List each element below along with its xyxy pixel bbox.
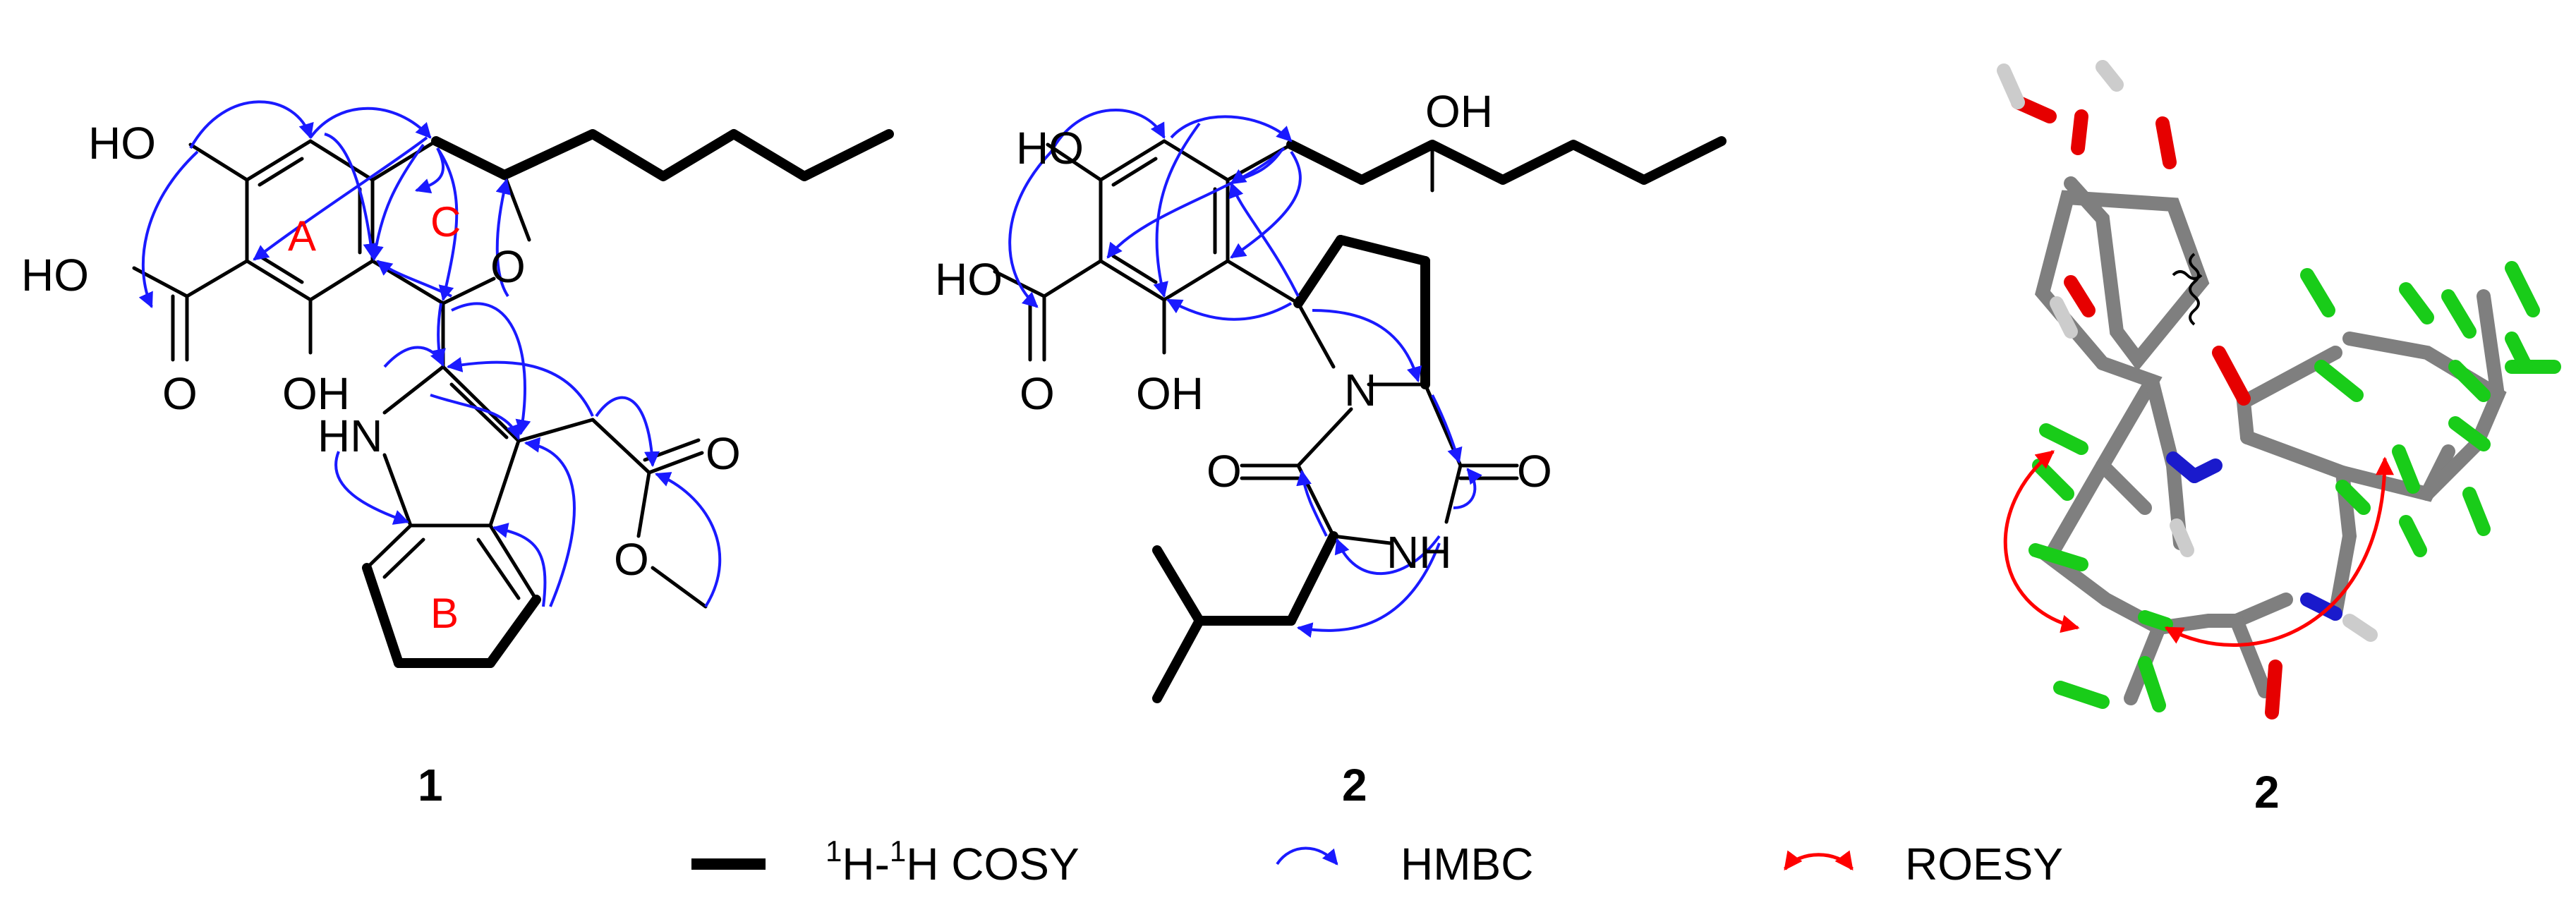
compound-2-label: 2: [1342, 760, 1367, 810]
ring-a-bonds: [245, 139, 375, 302]
compound-1-hn: HN: [318, 411, 382, 461]
compound-1-o-ester2: O: [614, 534, 649, 585]
compound-2-n-ring: N: [1344, 365, 1377, 415]
bond-acid: [185, 259, 249, 298]
compound-1-o-ring: O: [490, 241, 526, 292]
compound-1-oh-bottom: OH: [282, 368, 350, 419]
compound-2-nh: NH: [1386, 527, 1451, 578]
compound-2-o-acid: O: [1020, 368, 1055, 419]
compound-2-o-right: O: [1517, 446, 1552, 497]
compound-2-3d-model: [1997, 60, 2561, 719]
hmbc-arrow-icon: [1276, 846, 1338, 865]
compound-2-oh-bottom: OH: [1136, 368, 1204, 419]
legend-hmbc: HMBC: [1276, 839, 1533, 889]
compound-1-o-ester1: O: [706, 428, 741, 479]
bond-ho-top: [188, 142, 249, 182]
compound-2-oh-chain: OH: [1425, 86, 1493, 137]
compound-2-ho-acid: HO: [935, 254, 1003, 305]
ring-label-a: A: [288, 212, 316, 260]
legend-cosy: 1H-1H COSY: [691, 834, 1080, 889]
compound-1-structure: [132, 129, 894, 668]
compound-2-structure: [993, 136, 1727, 703]
ring-label-c: C: [430, 198, 461, 245]
compound-2-o-left: O: [1207, 446, 1242, 497]
compound-1-ho-acid: HO: [21, 250, 89, 300]
roesy-arrow-icon: [1783, 850, 1854, 871]
hmbc-arrows-compound-2: [1008, 109, 1482, 638]
legend-roesy: ROESY: [1783, 839, 2063, 889]
compound-1-ho-top: HO: [88, 118, 156, 169]
legend-cosy-label: 1H-1H COSY: [826, 834, 1080, 889]
legend: 1H-1H COSY HMBC ROESY: [691, 834, 2063, 889]
ring-label-b: B: [430, 590, 459, 637]
compound-2-ho-top: HO: [1016, 123, 1084, 174]
legend-roesy-label: ROESY: [1905, 839, 2063, 889]
compound-1-label: 1: [418, 760, 443, 810]
compound-1-o-acid: O: [162, 368, 198, 419]
hmbc-arrows-compound-1: [138, 100, 722, 608]
model-3d-label: 2: [2254, 767, 2280, 818]
legend-hmbc-label: HMBC: [1401, 839, 1533, 889]
